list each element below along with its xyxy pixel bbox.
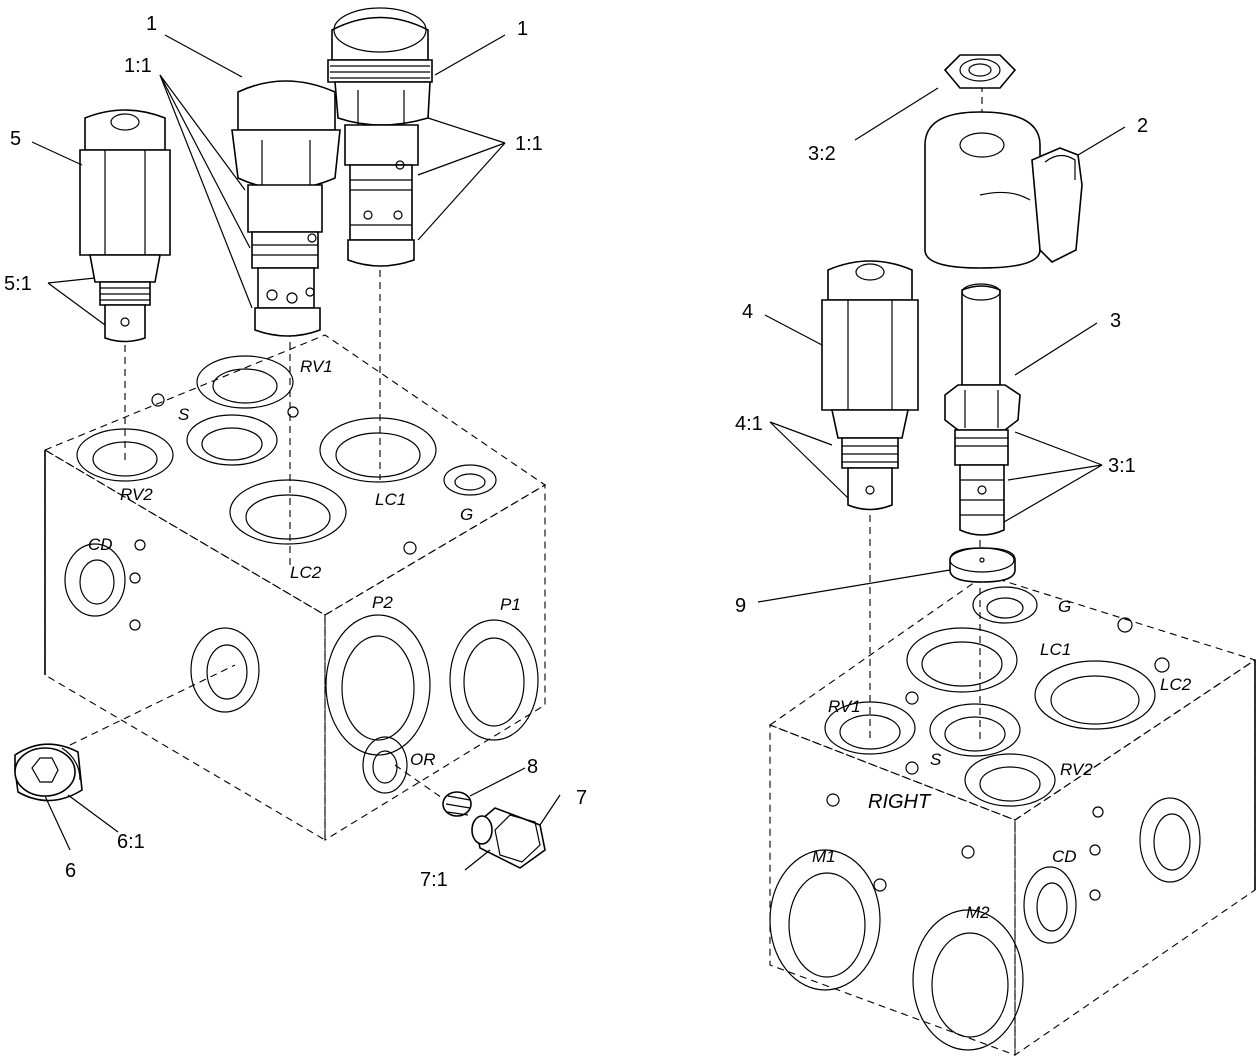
part-6-plug [14,743,83,802]
port-large-side-left [190,627,260,713]
label-right-side: RIGHT [868,791,932,813]
port-or-left [362,736,408,794]
callout-3: 3 [1110,310,1121,332]
label-lc1-left: LC1 [375,490,406,509]
callout-2: 2 [1137,115,1148,137]
label-p1-left: P1 [500,595,521,614]
callout-1-1-right: 1:1 [515,133,543,155]
port-cd-right [1023,866,1077,944]
port-s-left [186,414,278,466]
part-3-solenoid-cartridge [944,283,1021,536]
callout-5: 5 [10,128,21,150]
port-p1-left [449,619,539,741]
callout-3-2: 3:2 [808,143,836,165]
label-lc1-right: LC1 [1040,640,1071,659]
label-rv1-right: RV1 [828,697,861,716]
port-p2-left [325,614,431,756]
left-manifold-block: RV1 S RV2 LC1 G LC2 CD P2 P1 OR [43,334,547,841]
callout-6-1: 6:1 [117,831,145,853]
port-large-side-right [1139,797,1201,883]
callout-1-left: 1 [146,13,157,35]
port-m1-right [769,849,881,991]
port-lc2-right [1034,660,1156,730]
callout-labels: 1 1 1:1 1:1 5 5:1 6 6:1 7 7:1 8 2 3:2 3 … [4,13,1148,891]
part-9-disc [949,547,1016,583]
label-cd-left: CD [88,535,113,554]
label-rv2-left: RV2 [120,485,153,504]
part-5-relief-valve [79,109,171,343]
label-s-left: S [178,405,190,424]
port-s-right [929,703,1021,757]
port-g-left [443,464,497,496]
callout-7: 7 [576,787,587,809]
part-3-2-nut [943,54,1017,89]
port-lc2-left [229,479,347,545]
callout-4: 4 [742,301,753,323]
leader-lines [31,34,1126,871]
port-lc1-right [906,627,1018,693]
label-cd-right: CD [1052,847,1077,866]
port-m2-right [912,909,1024,1051]
label-lc2-right: LC2 [1160,675,1192,694]
callout-8: 8 [527,756,538,778]
callout-9: 9 [735,595,746,617]
label-p2-left: P2 [372,593,393,612]
callout-6: 6 [65,860,76,882]
part-7-fitting [471,807,546,869]
label-lc2-left: LC2 [290,563,322,582]
port-cd-left [64,543,126,617]
label-or-left: OR [410,750,436,769]
label-rv2-right: RV2 [1060,760,1093,779]
label-s-right: S [930,750,942,769]
part-4-relief-valve [821,260,919,511]
port-rv1-left [196,355,294,409]
label-m1-right: M1 [812,847,836,866]
callout-3-1: 3:1 [1108,455,1136,477]
callout-1-1-left: 1:1 [124,55,152,77]
callout-4-1: 4:1 [735,413,763,435]
callout-1-right: 1 [517,18,528,40]
left-assembly-lines [69,270,446,801]
label-m2-right: M2 [966,903,990,922]
label-g-right: G [1058,597,1071,616]
port-rv2-right [964,753,1056,807]
port-g-right [972,586,1038,624]
part-1-cartridge-a [231,80,341,337]
callout-7-1: 7:1 [420,869,448,891]
label-rv1-left: RV1 [300,357,333,376]
part-1-cartridge-b [327,7,433,267]
port-lc1-left [319,417,437,483]
part-2-coil [924,111,1083,269]
part-8-small-plug [442,791,472,817]
callout-5-1: 5:1 [4,273,32,295]
label-g-left: G [460,505,473,524]
right-manifold-block: G LC1 LC2 RV1 S RV2 RIGHT CD M1 M2 [768,574,1257,1057]
